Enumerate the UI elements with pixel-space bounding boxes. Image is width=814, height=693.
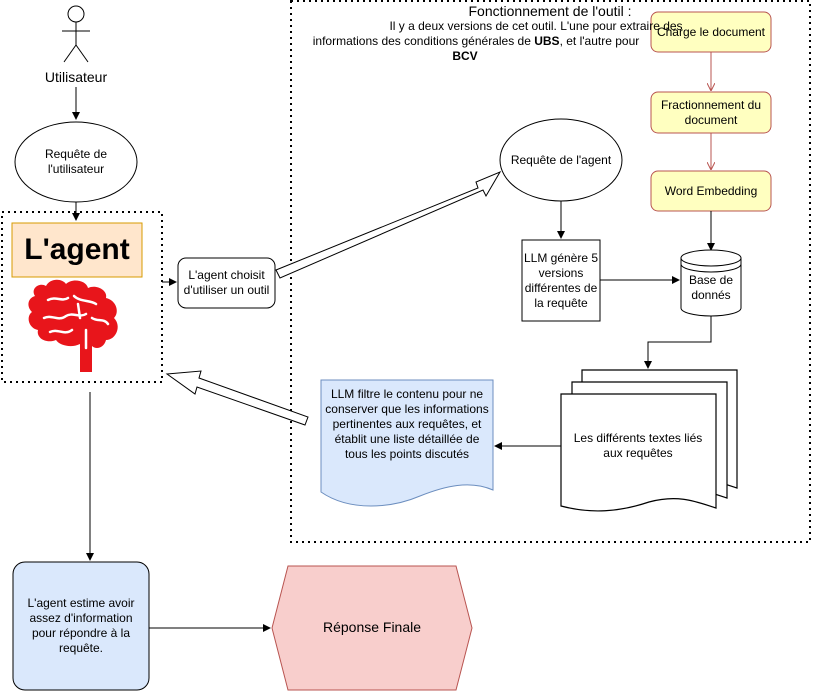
tool-panel-title: Fonctionnement de l'outil : xyxy=(469,3,632,19)
tool-choice-label: L'agent choisit d'utiliser un outil xyxy=(183,268,270,297)
agent-estimate-label: L'agent estime avoir assez d'information… xyxy=(27,596,135,655)
arrow-tool-to-agentreq xyxy=(275,170,502,279)
agent-title-box xyxy=(11,222,143,278)
tool-panel-desc-2c: , et l'autre pour xyxy=(560,34,640,48)
split-doc-label: Fractionnement du document xyxy=(660,97,762,127)
tool-choice-node xyxy=(177,257,276,309)
brain-icon xyxy=(28,279,118,372)
tool-panel-desc-3: BCV xyxy=(452,49,477,63)
load-doc-label: Charge le document xyxy=(657,25,766,39)
actor-label: Utilisateur xyxy=(45,69,108,85)
agent-request-label: Requête de l'agent xyxy=(511,153,612,167)
llm-filter-label: LLM filtre le contenu pour ne conserver … xyxy=(325,386,489,461)
agent-estimate-node xyxy=(12,561,150,691)
final-answer-node xyxy=(271,565,473,691)
user-actor-icon xyxy=(62,5,90,63)
arrow-db-texts xyxy=(644,316,712,369)
tool-panel-desc-2b: UBS xyxy=(534,34,559,48)
database-node xyxy=(680,249,742,317)
tool-panel-desc-2: informations des conditions générales de… xyxy=(313,34,639,48)
llm-filter-node xyxy=(320,379,494,507)
arrow-filter-to-agent xyxy=(165,370,309,426)
llm-generate-label: LLM génère 5 versions différentes de la … xyxy=(523,250,599,310)
texts-label: Les différents textes liés aux requêtes xyxy=(573,431,703,460)
agent-title: L'agent xyxy=(24,233,129,266)
database-label: Base de donnés xyxy=(688,273,734,302)
brain-detail-icon xyxy=(42,294,110,350)
user-request-label: Requête de l'utilisateur xyxy=(44,147,108,176)
llm-generate-node xyxy=(521,239,601,322)
texts-stack-node xyxy=(560,369,738,512)
embed-label: Word Embedding xyxy=(665,184,758,198)
tool-panel-desc-1: Il y a deux versions de cet outil. L'une… xyxy=(389,19,682,33)
agent-frame xyxy=(1,211,163,383)
tool-panel-desc-2a: informations des conditions générales de xyxy=(313,34,534,48)
final-answer-label: Réponse Finale xyxy=(323,619,421,635)
